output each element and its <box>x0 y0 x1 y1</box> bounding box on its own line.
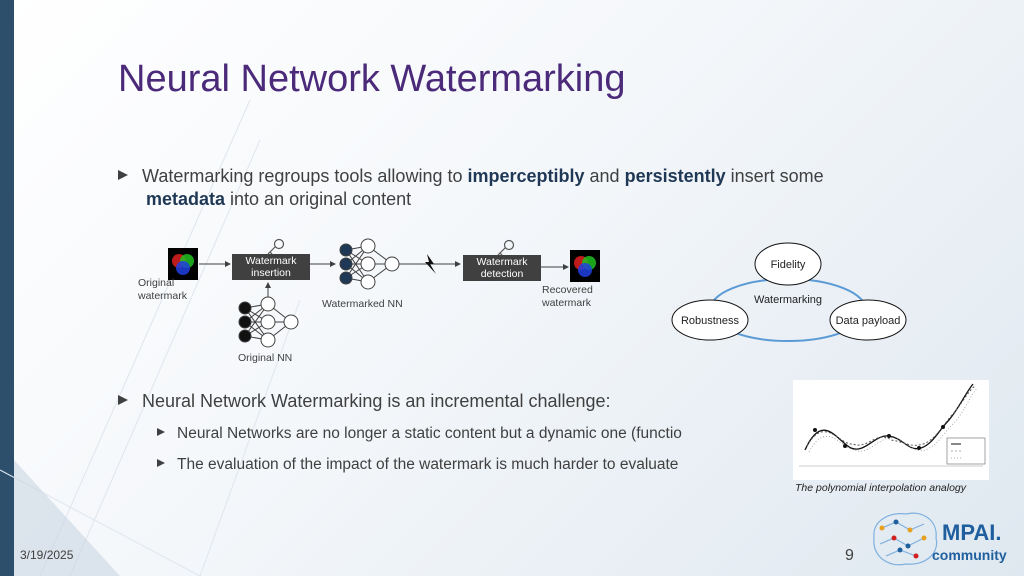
sub-bullet-1-text: Neural Networks are no longer a static c… <box>177 425 682 442</box>
bullet1-text-1: Watermarking regroups tools allowing to <box>142 166 468 186</box>
bullet1-text-2: and <box>584 166 625 186</box>
insertion-label-1: Watermark <box>246 255 298 267</box>
recovered-watermark-label-2: watermark <box>541 297 592 309</box>
bullet-watermarking-definition: Watermarking regroups tools allowing to … <box>118 165 918 211</box>
figure-caption: The polynomial interpolation analogy <box>795 482 967 494</box>
bullet1-text-3: insert some <box>725 166 824 186</box>
bullet-arrow-icon <box>157 458 165 467</box>
fidelity-label: Fidelity <box>771 259 806 271</box>
watermark-detection-box: Watermark detection <box>463 255 541 281</box>
logo-text-community: community <box>932 547 1007 563</box>
logo-text-mpai: MPAI. <box>942 520 1001 545</box>
bullet2-text: Neural Network Watermarking is an increm… <box>142 391 611 411</box>
bullet1-bold-2: persistently <box>624 166 726 186</box>
sidebar-stripe <box>0 0 14 576</box>
sub-bullet-2-text: The evaluation of the impact of the wate… <box>177 456 679 473</box>
bullet-arrow-icon <box>157 427 165 436</box>
watermark-insertion-box: Watermark insertion <box>232 254 310 280</box>
bullet1-bold-3: metadata <box>146 189 226 209</box>
sub-bullet-evaluation: The evaluation of the impact of the wate… <box>157 456 797 474</box>
watermarking-pipeline-diagram: Original watermark Watermark insertion W… <box>137 238 600 364</box>
bullet1-text-4: into an original content <box>225 189 412 209</box>
bullet-arrow-icon <box>118 170 128 181</box>
data-payload-label: Data payload <box>836 315 901 327</box>
bullet1-bold-1: imperceptibly <box>467 166 585 186</box>
lightning-icon <box>425 254 436 274</box>
bullet-arrow-icon <box>118 395 128 406</box>
recovered-watermark-image <box>570 250 600 282</box>
watermarked-nn-icon <box>339 238 400 290</box>
detection-label-2: detection <box>481 268 524 280</box>
watermarking-center-label: Watermarking <box>754 294 822 306</box>
bullet-incremental-challenge: Neural Network Watermarking is an increm… <box>118 391 611 412</box>
original-watermark-label-2: watermark <box>137 290 188 302</box>
robustness-label: Robustness <box>681 315 740 327</box>
sub-bullet-dynamic-content: Neural Networks are no longer a static c… <box>157 425 797 443</box>
page-title: Neural Network Watermarking <box>118 58 626 100</box>
key-icon <box>267 238 285 255</box>
watermarking-tradeoff-diagram: Fidelity Watermarking Robustness Data pa… <box>671 242 907 342</box>
mpai-community-logo: MPAI. community <box>873 512 1007 566</box>
detection-label-1: Watermark <box>477 256 529 268</box>
key-icon <box>497 239 515 256</box>
watermarked-nn-label: Watermarked NN <box>322 298 403 310</box>
slide-date: 3/19/2025 <box>20 548 74 562</box>
original-nn-label: Original NN <box>238 352 292 364</box>
original-watermark-image <box>168 248 198 280</box>
polynomial-interpolation-figure <box>793 380 989 480</box>
insertion-label-2: insertion <box>251 267 291 279</box>
original-nn-icon <box>238 296 299 348</box>
original-watermark-label-1: Original <box>138 277 174 289</box>
recovered-watermark-label-1: Recovered <box>542 284 593 296</box>
page-number: 9 <box>845 547 854 564</box>
